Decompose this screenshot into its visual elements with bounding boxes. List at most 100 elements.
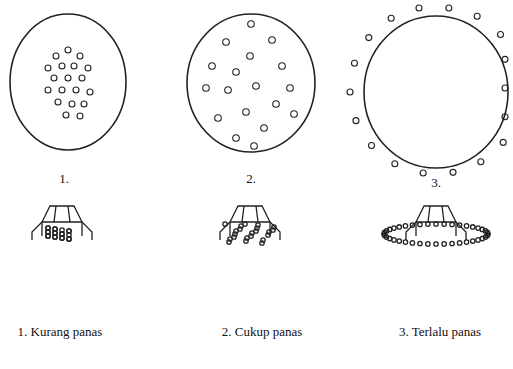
droplet: [223, 39, 230, 46]
droplet: [71, 63, 77, 69]
droplet: [426, 242, 430, 246]
droplet: [368, 143, 374, 149]
droplet: [279, 63, 286, 70]
droplet: [397, 239, 401, 243]
droplet: [434, 222, 438, 226]
droplet: [45, 65, 51, 71]
droplet: [249, 234, 253, 238]
droplet: [476, 238, 480, 242]
plate-outline: [10, 14, 126, 150]
droplet: [271, 228, 275, 232]
droplet: [215, 115, 222, 122]
droplet: [261, 125, 268, 132]
droplet: [434, 242, 438, 246]
droplet: [65, 47, 71, 53]
droplet: [269, 37, 276, 44]
droplet: [442, 222, 446, 226]
droplet: [238, 227, 242, 231]
droplet: [410, 223, 414, 227]
panel-number: 2.: [246, 172, 256, 186]
droplet: [233, 135, 240, 142]
droplet: [203, 85, 210, 92]
droplet: [55, 99, 61, 105]
droplet: [266, 233, 270, 237]
droplet: [273, 101, 280, 108]
plate-brim: [416, 222, 456, 236]
plate-side-views: [32, 206, 490, 246]
droplet: [46, 230, 50, 234]
droplet: [353, 118, 359, 124]
plate-cone: [428, 206, 444, 222]
droplet: [418, 241, 422, 245]
droplet: [67, 237, 71, 241]
droplet: [442, 242, 446, 246]
droplet: [244, 239, 248, 243]
droplet: [69, 101, 75, 107]
droplet: [388, 15, 394, 21]
plate-outline: [187, 14, 315, 152]
droplet: [418, 222, 422, 226]
droplet: [247, 53, 254, 60]
droplet: [478, 159, 484, 165]
droplet: [225, 87, 232, 94]
droplet: [67, 229, 71, 233]
droplet: [260, 241, 264, 245]
plate-brim: [406, 222, 466, 240]
droplet: [502, 85, 508, 91]
plate-brim: [42, 222, 82, 236]
droplet: [502, 56, 508, 62]
droplet: [464, 240, 468, 244]
droplet: [457, 241, 461, 245]
droplet: [254, 229, 258, 233]
droplet: [223, 222, 227, 226]
droplet: [63, 112, 69, 118]
droplets: [45, 5, 508, 176]
droplet: [253, 83, 260, 90]
droplet: [81, 101, 87, 107]
droplet: [79, 75, 85, 81]
droplet: [53, 53, 59, 59]
droplet: [291, 111, 298, 118]
droplet: [232, 235, 236, 239]
droplet: [85, 65, 91, 71]
droplet: [65, 75, 71, 81]
droplet: [392, 226, 396, 230]
droplet: [77, 113, 83, 119]
droplet: [502, 114, 508, 120]
droplet: [471, 225, 475, 229]
droplet: [347, 89, 353, 95]
plate-cone: [230, 206, 270, 222]
droplet: [485, 230, 489, 234]
plate-cone: [242, 206, 258, 222]
droplet: [498, 31, 504, 37]
droplet: [403, 240, 407, 244]
droplet: [403, 224, 407, 228]
droplet: [366, 35, 372, 41]
droplet: [457, 223, 461, 227]
droplet: [73, 87, 79, 93]
droplet: [227, 240, 231, 244]
droplet: [450, 222, 454, 226]
droplet: [397, 225, 401, 229]
droplet: [248, 21, 255, 28]
droplet: [251, 143, 258, 150]
droplet: [450, 241, 454, 245]
droplet: [233, 69, 240, 76]
droplet: [59, 63, 65, 69]
panel-caption: 3. Terlalu panas: [399, 325, 481, 339]
plate-brim: [32, 222, 92, 240]
plate-cone: [416, 206, 456, 222]
droplet: [45, 87, 51, 93]
droplet: [392, 161, 398, 167]
plate-cone: [54, 206, 70, 222]
droplet: [416, 5, 422, 11]
droplet: [500, 139, 506, 145]
droplet: [351, 60, 357, 66]
droplet: [410, 241, 414, 245]
droplet: [87, 89, 93, 95]
droplet: [51, 75, 57, 81]
droplet: [287, 85, 294, 92]
droplet: [59, 87, 65, 93]
droplet: [209, 63, 216, 70]
droplet: [471, 239, 475, 243]
